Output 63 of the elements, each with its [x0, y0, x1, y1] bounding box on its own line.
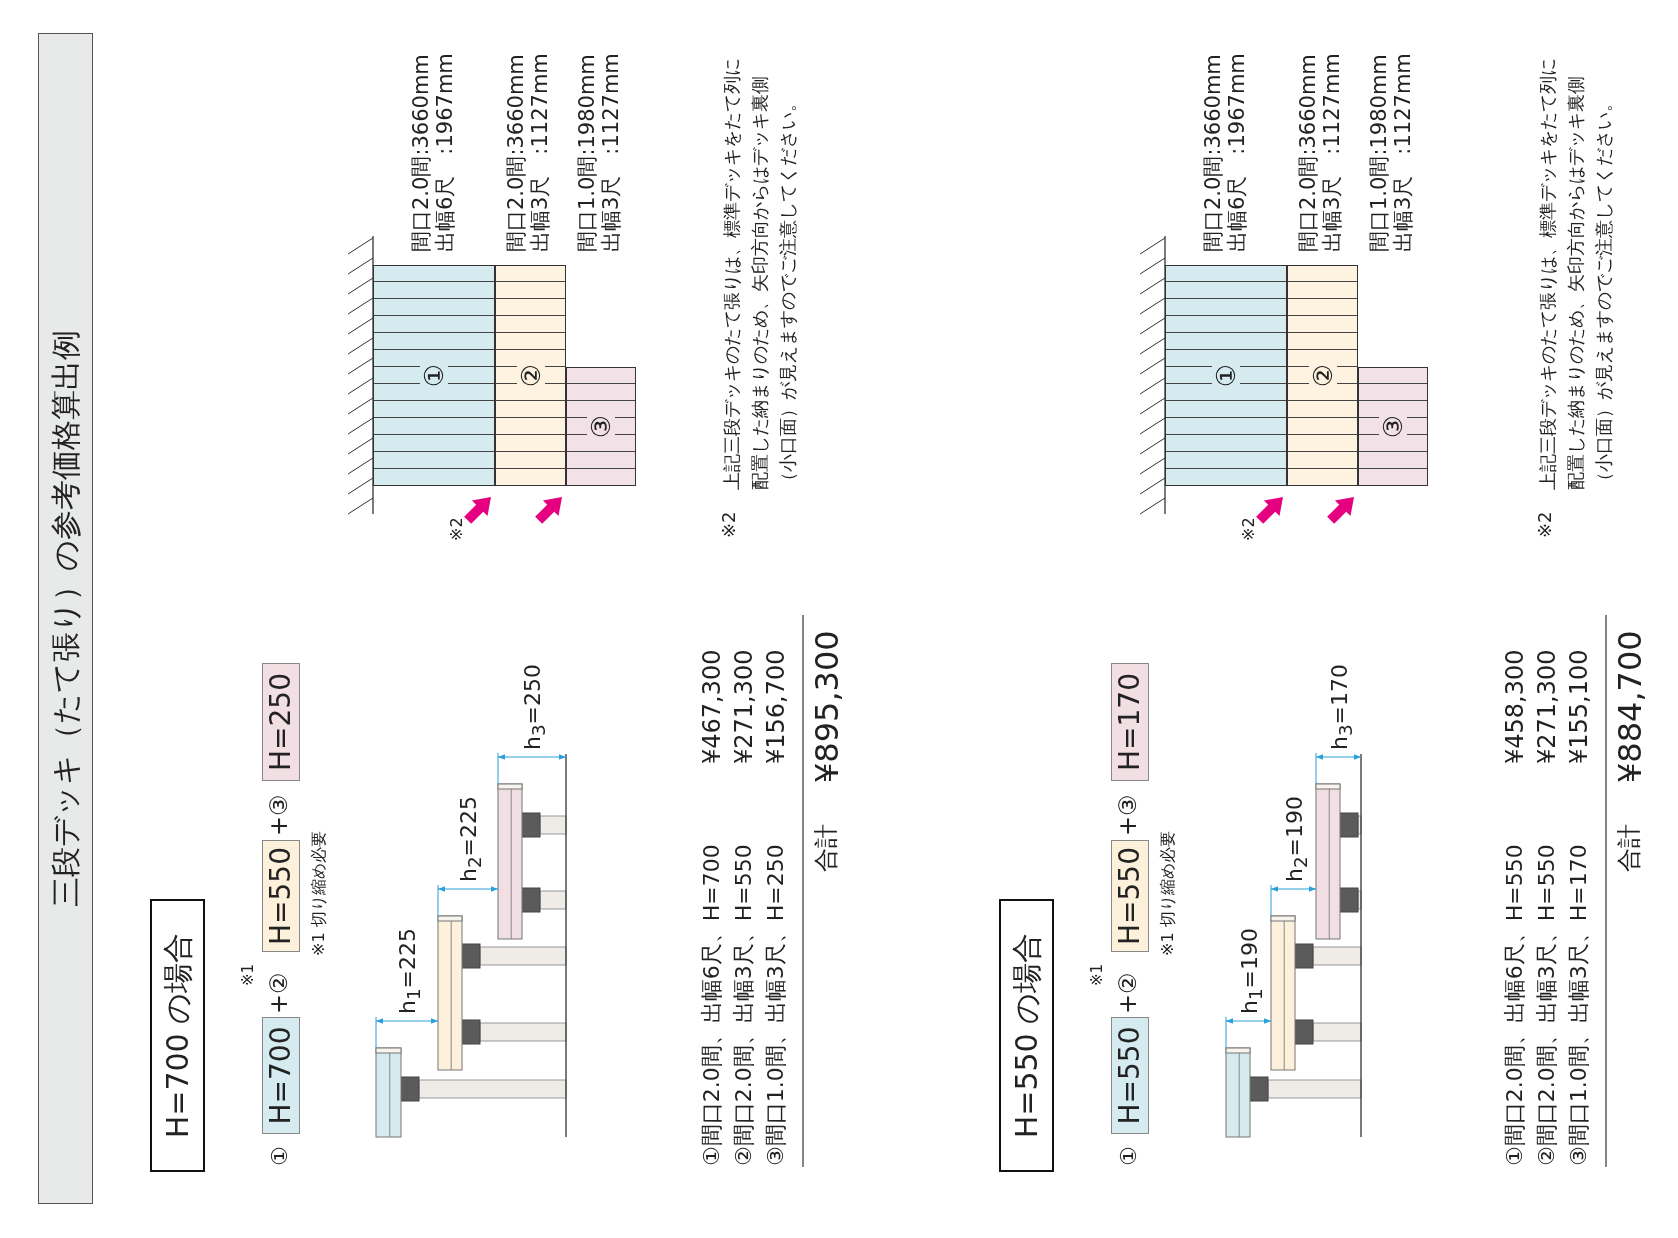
deck-plan-panel [373, 265, 495, 486]
view-direction-arrow [1327, 497, 1354, 524]
price-value: ¥458,300 [1502, 649, 1529, 764]
size-text: 間口2.0間:3660mm [1202, 54, 1226, 252]
total-label: 合計 [813, 824, 840, 872]
price-item: ②間口2.0間、出幅3尺、H=550 [1535, 844, 1560, 1166]
height-box: H=170 [1111, 663, 1149, 781]
total-value: ¥884,700 [1613, 630, 1649, 783]
deck-plan-panel [1358, 367, 1428, 486]
price-item: ①間口2.0間、出幅6尺、H=550 [1503, 844, 1528, 1166]
deck-plan-panel [566, 367, 636, 486]
size-text: 間口2.0間:3660mm [410, 54, 434, 252]
total-label: 合計 [1616, 824, 1643, 872]
plus-sign-label: +② [1115, 972, 1142, 1014]
deck-plan-panel [1165, 265, 1287, 486]
size-text: 出幅6尺 :1967mm [1226, 53, 1250, 252]
price-item: ③間口1.0間、出幅3尺、H=250 [764, 844, 789, 1166]
size-text: 間口2.0間:3660mm [505, 54, 529, 252]
height-box: H=250 [262, 663, 300, 781]
footnote: ※1 切り縮め必要 [310, 831, 328, 956]
size-text: 出幅3尺 :1127mm [1392, 53, 1416, 252]
note-mark: ※2 [719, 511, 739, 538]
footnote: ※1 切り縮め必要 [1159, 831, 1177, 956]
circled-number: ① [1117, 1146, 1142, 1166]
price-value: ¥467,300 [699, 649, 726, 764]
view-direction-arrow [1256, 497, 1283, 524]
size-text: 間口1.0間:1980mm [576, 54, 600, 252]
total-value: ¥895,300 [810, 630, 846, 783]
heading-box: H=700 の場合 [150, 899, 205, 1172]
height-box: H=550 [1111, 840, 1149, 952]
note-mark: ※2 [1535, 511, 1555, 538]
price-value: ¥271,300 [1534, 649, 1561, 764]
plus-sign-label: +③ [1115, 794, 1142, 836]
price-item: ③間口1.0間、出幅3尺、H=170 [1567, 844, 1592, 1166]
view-direction-arrow [464, 497, 491, 524]
price-value: ¥156,700 [763, 649, 790, 764]
size-text: 出幅6尺 :1967mm [434, 53, 458, 252]
price-item: ②間口2.0間、出幅3尺、H=550 [732, 844, 757, 1166]
circled-number: ① [268, 1146, 293, 1166]
height-box: H=550 [262, 840, 300, 952]
size-text: 出幅3尺 :1127mm [1321, 53, 1345, 252]
note-mark: ※1 [1089, 963, 1106, 986]
view-direction-arrow [535, 497, 562, 524]
price-value: ¥271,300 [731, 649, 758, 764]
height-box: H=700 [262, 1017, 300, 1134]
note-text: 上記三段デッキのたて張りは、標準デッキをたて列に配置した納まりのため、矢印方向からはデッキ裏側（小口面）が見えますのでご注意してください。 [1536, 58, 1615, 490]
size-text: 間口1.0間:1980mm [1368, 54, 1392, 252]
heading-box: H=550 の場合 [999, 899, 1054, 1172]
size-text: 出幅3尺 :1127mm [529, 53, 553, 252]
plus-sign-label: +② [266, 972, 293, 1014]
height-box: H=550 [1111, 1017, 1149, 1134]
deck-plan-panel [1287, 265, 1358, 486]
title-bar: 三段デッキ（たて張り）の参考価格算出例 [38, 33, 93, 1204]
deck-plan-panel [495, 265, 566, 486]
note-mark: ※1 [240, 963, 257, 986]
price-item: ①間口2.0間、出幅6尺、H=700 [700, 844, 725, 1166]
price-value: ¥155,100 [1566, 649, 1593, 764]
note-mark: ※2 [1240, 517, 1258, 541]
size-text: 間口2.0間:3660mm [1297, 54, 1321, 252]
size-text: 出幅3尺 :1127mm [600, 53, 624, 252]
plus-sign-label: +③ [266, 794, 293, 836]
note-mark: ※2 [448, 517, 466, 541]
note-text: 上記三段デッキのたて張りは、標準デッキをたて列に配置した納まりのため、矢印方向からはデッキ裏側（小口面）が見えますのでご注意してください。 [720, 58, 799, 490]
